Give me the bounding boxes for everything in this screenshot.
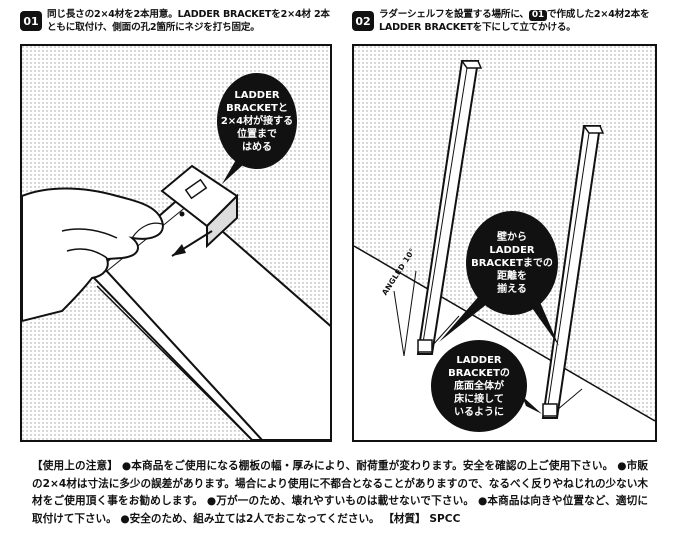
step-number-badge: 02	[352, 11, 374, 31]
callout-bubble	[439, 211, 559, 346]
left-ladder-bracket	[417, 339, 433, 353]
step-01-illustration: LADDER BRACKETと 2×4材が接する 位置まで はめる	[20, 44, 332, 442]
ladder-bracket	[160, 164, 239, 249]
right-ladder-bracket	[542, 403, 558, 417]
insert-direction-arrow	[171, 230, 213, 257]
callout-bubble	[431, 340, 542, 432]
wall-distance-callout: 壁から LADDER BRACKETまでの 距離を 揃える	[471, 231, 553, 295]
hand-illustration	[22, 187, 164, 323]
floor-wall-line	[354, 245, 655, 422]
step-02-text-after: で作成した2×4材2本をLADDER BRACKETを下にして立てかける。	[379, 9, 650, 33]
distance-marker	[556, 388, 583, 411]
step-reference-badge: 01	[528, 10, 547, 21]
left-two-by-four	[416, 60, 483, 355]
usage-notes: 【使用上の注意】 ●本商品をご使用になる棚板の幅・厚みにより、耐荷重が変わります…	[32, 460, 648, 525]
step-01-instruction: 同じ長さの2×4材を2本用意。LADDER BRACKETを2×4材 2本ともに…	[47, 9, 330, 33]
step-01-header: 01 同じ長さの2×4材を2本用意。LADDER BRACKETを2×4材 2本…	[20, 8, 332, 44]
bracket-floor-contact-callout: LADDER BRACKETの 底面全体が 床に接して いるように	[448, 354, 510, 418]
step-02-text-before: ラダーシェルフを設置する場所に、	[379, 9, 529, 20]
callout-bubble	[217, 73, 297, 184]
angle-guide-line	[393, 290, 405, 357]
step-02-drawing	[354, 46, 655, 432]
right-two-by-four	[541, 125, 605, 419]
bracket-contact-callout: LADDER BRACKETと 2×4材が接する 位置まで はめる	[220, 89, 294, 153]
angle-guide-line	[403, 270, 417, 357]
step-02-illustration: 壁から LADDER BRACKETまでの 距離を 揃える LADDER BRA…	[352, 44, 657, 442]
distance-marker	[431, 315, 460, 347]
two-by-four-board	[90, 194, 330, 440]
step-01-drawing	[22, 46, 330, 440]
step-number-badge: 01	[20, 11, 42, 31]
